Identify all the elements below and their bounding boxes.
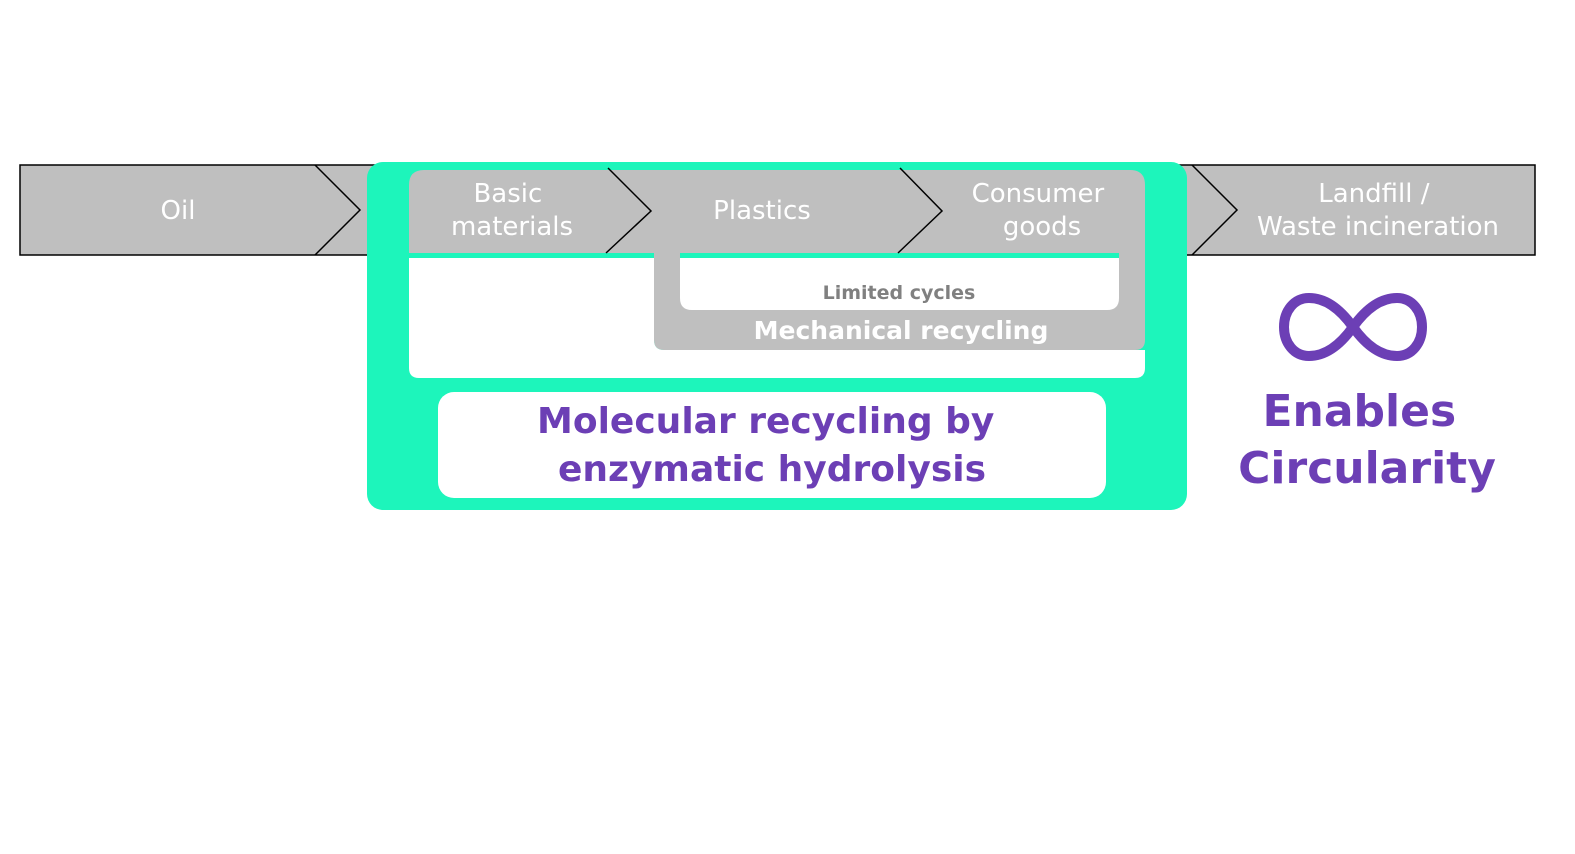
oil-chevron bbox=[314, 164, 362, 256]
limited-cycles-box bbox=[680, 258, 1119, 310]
basic-materials-chevron bbox=[605, 167, 653, 254]
stage-label-basic-materials: Basic materials bbox=[451, 179, 573, 242]
white-inner-panel bbox=[409, 258, 1145, 378]
stage-label-plastics: Plastics bbox=[713, 196, 811, 226]
oil-bar bbox=[19, 164, 381, 256]
enables-circularity-label: Enables Circularity bbox=[1238, 386, 1496, 494]
infinity-icon bbox=[1279, 293, 1427, 361]
stage-label-consumer-goods: Consumer goods bbox=[972, 179, 1113, 242]
landfill-chevron bbox=[1191, 164, 1239, 256]
mint-divider-right bbox=[680, 253, 1119, 258]
mint-divider-left bbox=[409, 253, 654, 258]
landfill-bar bbox=[1169, 164, 1536, 256]
mechanical-recycling-label: Mechanical recycling bbox=[754, 316, 1049, 345]
stage-label-landfill: Landfill / Waste incineration bbox=[1257, 179, 1499, 242]
stage-label-oil: Oil bbox=[161, 196, 196, 226]
molecular-recycling-box bbox=[438, 392, 1106, 498]
plastics-chevron bbox=[897, 167, 944, 254]
limited-cycles-label: Limited cycles bbox=[823, 282, 976, 304]
molecular-recycling-label: Molecular recycling by enzymatic hydroly… bbox=[537, 401, 1007, 490]
